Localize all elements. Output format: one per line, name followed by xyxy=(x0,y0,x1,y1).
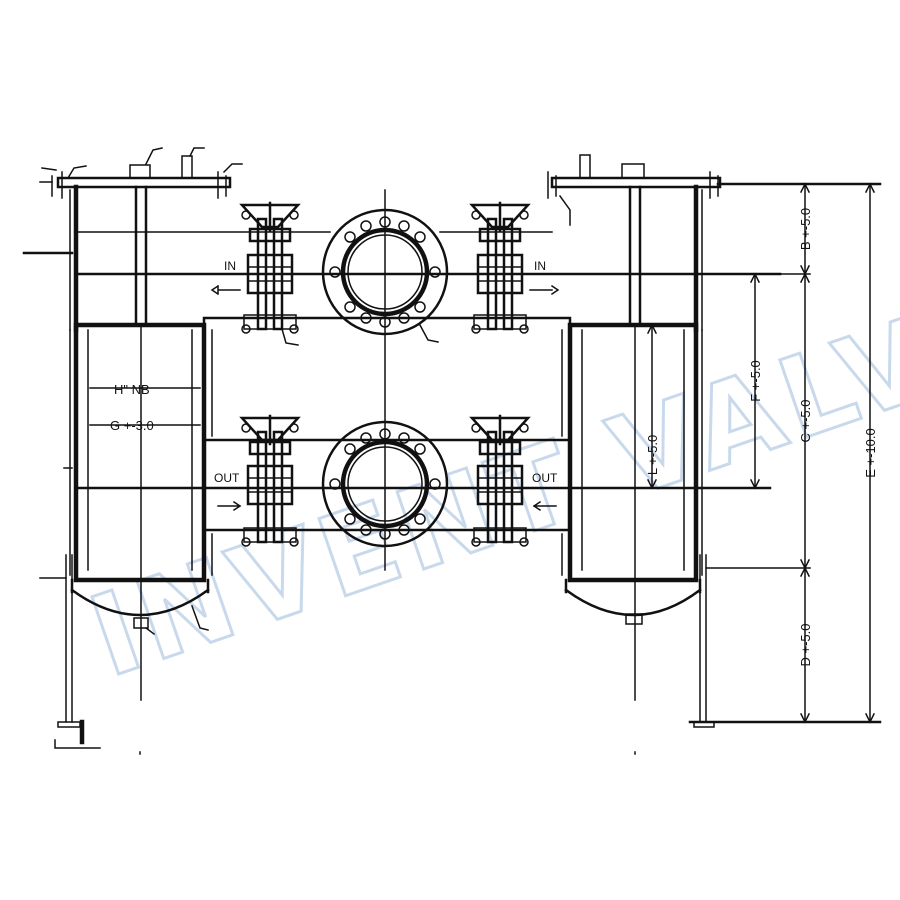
left-drain-plug xyxy=(181,155,193,179)
label-out-right: OUT xyxy=(532,471,558,485)
dimension-labels: B +-5.0 C +-5.0 D +-5.0 E +-10.0 F +-5.0… xyxy=(645,208,878,667)
outlet-flange xyxy=(321,420,449,548)
valve-lower-right xyxy=(469,414,531,547)
label-out-left: OUT xyxy=(214,471,240,485)
right-basket-body xyxy=(567,322,699,583)
label-g-dimension: G +-3.0 xyxy=(110,418,154,433)
arrow-in-left-icon xyxy=(210,284,241,296)
label-in-right: IN xyxy=(534,259,546,273)
dim-f: F +-5.0 xyxy=(748,360,763,402)
arrow-in-right-icon xyxy=(529,284,560,296)
right-dished-bottom xyxy=(564,588,702,617)
right-basket-chamber xyxy=(547,154,722,755)
arrow-out-left-icon xyxy=(217,500,242,512)
outlet-flange-bolts xyxy=(329,428,441,540)
left-dished-bottom xyxy=(70,588,210,617)
label-nominal-bore: H" NB xyxy=(114,382,150,397)
left-vent-fitting xyxy=(129,164,151,179)
inlet-flange xyxy=(321,208,449,343)
dimension-lines xyxy=(646,182,882,724)
flow-labels: IN IN OUT OUT H" NB G +-3.0 xyxy=(110,259,558,485)
left-basket-chamber xyxy=(22,147,243,755)
valve-upper-left xyxy=(239,201,301,346)
left-basket-body xyxy=(73,322,207,583)
right-vent-fitting xyxy=(621,163,645,179)
dim-c: C +-5.0 xyxy=(798,400,813,443)
dim-l: L +-5.0 xyxy=(645,435,660,475)
dim-b: B +-5.0 xyxy=(798,208,813,250)
dim-e: E +-10.0 xyxy=(863,428,878,478)
left-cover-plate xyxy=(56,176,232,189)
flow-arrows xyxy=(210,284,560,512)
label-in-left: IN xyxy=(224,259,236,273)
arrow-out-right-icon xyxy=(532,500,557,512)
valve-lower-left xyxy=(239,414,301,547)
dim-d: D +-5.0 xyxy=(798,624,813,667)
inlet-flange-bolts xyxy=(329,216,441,328)
right-drain-plug xyxy=(579,154,591,179)
valve-upper-right xyxy=(469,201,531,334)
